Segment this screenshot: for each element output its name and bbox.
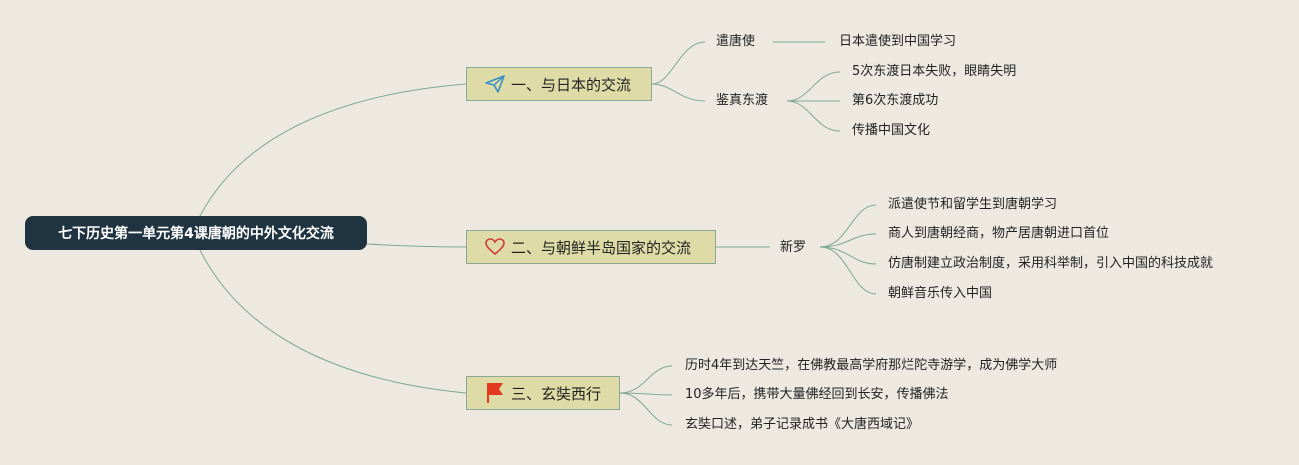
- leaf-xinluo-2[interactable]: 商人到唐朝经商，物产居唐朝进口首位: [888, 225, 1109, 243]
- connector-xinluo-leaf1: [819, 204, 877, 248]
- leaf-jianzhen-2[interactable]: 第6次东渡成功: [852, 92, 938, 110]
- leaf-jianzhen-3[interactable]: 传播中国文化: [852, 122, 930, 140]
- branch-xuanzang-label: 三、玄奘西行: [511, 384, 602, 403]
- leaf-xuanzang-2-label: 10多年后，携带大量佛经回到长安，传播佛法: [685, 387, 949, 402]
- node-xinluo[interactable]: 新罗: [780, 239, 806, 257]
- connector-branch3-leaf3: [619, 392, 673, 426]
- leaf-xuanzang-3[interactable]: 玄奘口述，弟子记录成书《大唐西域记》: [685, 416, 919, 434]
- branch-xuanzang[interactable]: 三、玄奘西行: [466, 376, 620, 410]
- connector-branch3-leaf2: [619, 392, 673, 396]
- leaf-xinluo-1-label: 派遣使节和留学生到唐朝学习: [888, 197, 1058, 212]
- connector-xinluo-leaf4: [819, 246, 877, 295]
- leaf-jianzhen-1[interactable]: 5次东渡日本失败，眼睛失明: [852, 63, 1016, 81]
- leaf-jianzhen-2-label: 第6次东渡成功: [852, 93, 939, 108]
- connector-branch3-leaf1: [619, 365, 673, 394]
- node-xinluo-label: 新罗: [780, 240, 807, 255]
- node-qiantangshi[interactable]: 遣唐使: [716, 33, 755, 51]
- connector-root-branch3: [199, 249, 467, 394]
- root-label: 七下历史第一单元第4课唐朝的中外文化交流: [58, 226, 334, 242]
- branch-japan[interactable]: 一、与日本的交流: [466, 67, 652, 101]
- leaf-xuanzang-3-label: 玄奘口述，弟子记录成书《大唐西域记》: [685, 417, 920, 432]
- leaf-xinluo-2-label: 商人到唐朝经商，物产居唐朝进口首位: [888, 226, 1110, 241]
- node-jianzhen[interactable]: 鉴真东渡: [716, 92, 768, 110]
- leaf-xuanzang-2[interactable]: 10多年后，携带大量佛经回到长安，传播佛法: [685, 386, 949, 404]
- red-flag-icon: [485, 383, 505, 403]
- heart-icon: [485, 237, 505, 257]
- leaf-xuanzang-1[interactable]: 历时4年到达天竺，在佛教最高学府那烂陀寺游学，成为佛学大师: [685, 357, 1057, 375]
- branch-korea-label: 二、与朝鲜半岛国家的交流: [511, 238, 692, 257]
- connector-root-branch2: [366, 243, 467, 248]
- leaf-jianzhen-3-label: 传播中国文化: [852, 123, 931, 138]
- leaf-qiantangshi-1-label: 日本遣使到中国学习: [839, 34, 957, 49]
- leaf-jianzhen-1-label: 5次东渡日本失败，眼睛失明: [852, 64, 1017, 79]
- leaf-xinluo-3-label: 仿唐制建立政治制度，采用科举制，引入中国的科技成就: [888, 256, 1214, 271]
- leaf-xinluo-4[interactable]: 朝鲜音乐传入中国: [888, 285, 992, 303]
- leaf-xinluo-3[interactable]: 仿唐制建立政治制度，采用科举制，引入中国的科技成就: [888, 255, 1213, 273]
- branch-japan-label: 一、与日本的交流: [511, 75, 632, 94]
- connector-jianzhen-leaf1: [786, 71, 841, 102]
- node-jianzhen-label: 鉴真东渡: [716, 93, 769, 108]
- connector-branch1-qiantangshi: [651, 41, 706, 85]
- leaf-qiantangshi-1[interactable]: 日本遣使到中国学习: [839, 33, 956, 51]
- root-node[interactable]: 七下历史第一单元第4课唐朝的中外文化交流: [25, 216, 367, 250]
- leaf-xinluo-4-label: 朝鲜音乐传入中国: [888, 286, 993, 301]
- leaf-xinluo-1[interactable]: 派遣使节和留学生到唐朝学习: [888, 196, 1057, 214]
- node-qiantangshi-label: 遣唐使: [716, 34, 756, 49]
- connector-branch1-jianzhen: [651, 83, 706, 102]
- leaf-xuanzang-1-label: 历时4年到达天竺，在佛教最高学府那烂陀寺游学，成为佛学大师: [685, 358, 1058, 373]
- paper-plane-icon: [485, 74, 505, 94]
- connector-jianzhen-leaf3: [786, 100, 841, 132]
- connector-root-branch1: [199, 83, 467, 217]
- branch-korea[interactable]: 二、与朝鲜半岛国家的交流: [466, 230, 716, 264]
- connector-xinluo-leaf3: [819, 246, 877, 265]
- connector-xinluo-leaf2: [819, 233, 877, 248]
